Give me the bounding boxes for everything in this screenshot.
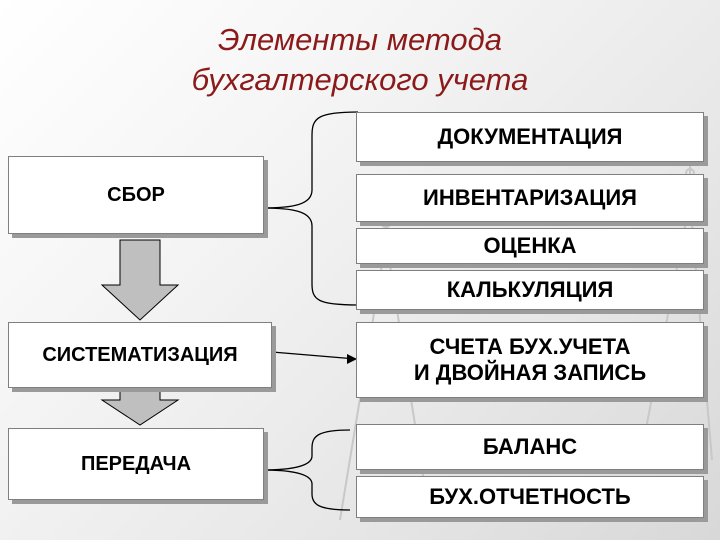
box-inventory: ИНВЕНТАРИЗАЦИЯ <box>356 174 704 222</box>
box-documentation: ДОКУМЕНТАЦИЯ <box>356 112 704 162</box>
page-title: Элементы метода бухгалтерского учета <box>0 20 720 100</box>
box-reporting-label: БУХ.ОТЧЕТНОСТЬ <box>429 484 631 509</box>
box-accounts: СЧЕТА БУХ.УЧЕТА И ДВОЙНАЯ ЗАПИСЬ <box>356 322 704 398</box>
box-balance-label: БАЛАНС <box>482 434 578 459</box>
box-collection-label: СБОР <box>107 183 165 206</box>
box-costing-label: КАЛЬКУЛЯЦИЯ <box>446 277 614 302</box>
box-valuation-label: ОЦЕНКА <box>483 233 577 258</box>
box-systematization-label: СИСТЕМАТИЗАЦИЯ <box>42 343 238 366</box>
box-documentation-label: ДОКУМЕНТАЦИЯ <box>437 124 623 149</box>
box-inventory-label: ИНВЕНТАРИЗАЦИЯ <box>423 185 637 210</box>
box-valuation: ОЦЕНКА <box>356 228 704 264</box>
title-line-1: Элементы метода <box>218 22 502 57</box>
box-costing: КАЛЬКУЛЯЦИЯ <box>356 270 704 310</box>
box-reporting: БУХ.ОТЧЕТНОСТЬ <box>356 476 704 518</box>
title-line-2: бухгалтерского учета <box>191 62 529 97</box>
box-transfer: ПЕРЕДАЧА <box>8 428 264 500</box>
box-accounts-label-2: И ДВОЙНАЯ ЗАПИСЬ <box>413 360 647 385</box>
box-systematization: СИСТЕМАТИЗАЦИЯ <box>8 322 272 388</box>
box-balance: БАЛАНС <box>356 424 704 470</box>
box-accounts-label-1: СЧЕТА БУХ.УЧЕТА <box>429 334 631 359</box>
box-transfer-label: ПЕРЕДАЧА <box>80 452 192 475</box>
box-collection: СБОР <box>8 156 264 234</box>
